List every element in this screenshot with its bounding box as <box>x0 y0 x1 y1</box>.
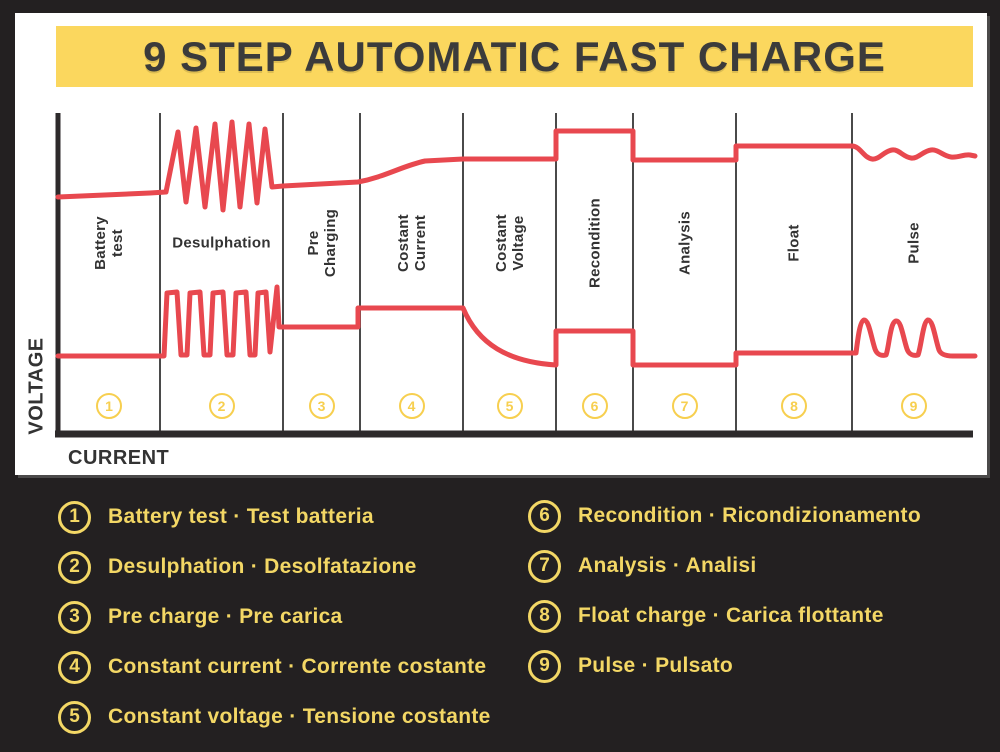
legend-label-4: Constant current · Corrente costante <box>108 655 487 678</box>
legend-item-4: 4 Constant current · Corrente costante <box>58 650 491 684</box>
section-label-7: Analysis <box>675 210 693 276</box>
current-curve <box>55 284 978 368</box>
legend-circle-2: 2 <box>58 550 91 584</box>
legend-circle-7: 7 <box>528 549 561 583</box>
legend-label-6: Recondition · Ricondizionamento <box>578 504 921 527</box>
voltage-curve <box>55 119 978 213</box>
legend-circle-4: 4 <box>58 650 91 684</box>
legend-item-2: 2 Desulphation · Desolfatazione <box>58 550 491 584</box>
step-circle-1: 1 <box>96 393 122 419</box>
section-label-2: Desulphation <box>172 234 271 252</box>
section-label-4: Costant Current <box>394 214 429 272</box>
legend-circle-1: 1 <box>58 500 91 534</box>
step-circle-5: 5 <box>496 393 523 419</box>
section-label-3: Pre Charging <box>304 208 339 278</box>
legend-label-8: Float charge · Carica flottante <box>578 604 884 627</box>
step-circle-6: 6 <box>581 393 608 419</box>
legend-circle-5: 5 <box>58 700 91 734</box>
section-label-1: Battery test <box>91 216 126 270</box>
legend-circle-9: 9 <box>528 649 561 683</box>
legend-label-9: Pulse · Pulsato <box>578 654 734 677</box>
section-label-5: Costant Voltage <box>492 214 527 272</box>
legend-label-1: Battery test · Test batteria <box>108 505 374 528</box>
section-dividers <box>159 113 853 433</box>
legend-column-left: 1 Battery test · Test batteria 2 Desulphati… <box>58 500 491 750</box>
step-circle-2: 2 <box>208 393 235 419</box>
title-banner: 9 STEP AUTOMATIC FAST CHARGE <box>56 26 973 87</box>
section-label-9: Pulse <box>904 222 922 264</box>
section-label-6: Recondition <box>585 198 603 288</box>
x-axis-label: CURRENT <box>68 447 170 469</box>
step-circle-7: 7 <box>671 393 698 419</box>
legend-label-3: Pre charge · Pre carica <box>108 605 343 628</box>
legend-label-2: Desulphation · Desolfatazione <box>108 555 417 578</box>
legend-column-right: 6 Recondition · Ricondizionamento 7 Analysi… <box>528 499 921 699</box>
legend-item-8: 8 Float charge · Carica flottante <box>528 599 921 633</box>
legend-label-7: Analysis · Analisi <box>578 554 757 577</box>
legend-item-5: 5 Constant voltage · Tensione costante <box>58 700 491 734</box>
legend-circle-8: 8 <box>528 599 561 633</box>
step-circle-3: 3 <box>308 393 335 419</box>
legend-item-1: 1 Battery test · Test batteria <box>58 500 491 534</box>
legend-item-3: 3 Pre charge · Pre carica <box>58 600 491 634</box>
legend-item-9: 9 Pulse · Pulsato <box>528 649 921 683</box>
section-label-8: Float <box>785 224 803 262</box>
step-circle-8: 8 <box>781 393 807 419</box>
step-circle-4: 4 <box>398 393 425 419</box>
legend-item-6: 6 Recondition · Ricondizionamento <box>528 499 921 533</box>
step-circle-9: 9 <box>900 393 927 419</box>
legend-item-7: 7 Analysis · Analisi <box>528 549 921 583</box>
legend-circle-6: 6 <box>528 499 561 533</box>
page-title: 9 STEP AUTOMATIC FAST CHARGE <box>143 32 886 80</box>
y-axis-label: VOLTAGE <box>25 337 48 435</box>
legend-label-5: Constant voltage · Tensione costante <box>108 705 491 728</box>
legend-circle-3: 3 <box>58 600 91 634</box>
